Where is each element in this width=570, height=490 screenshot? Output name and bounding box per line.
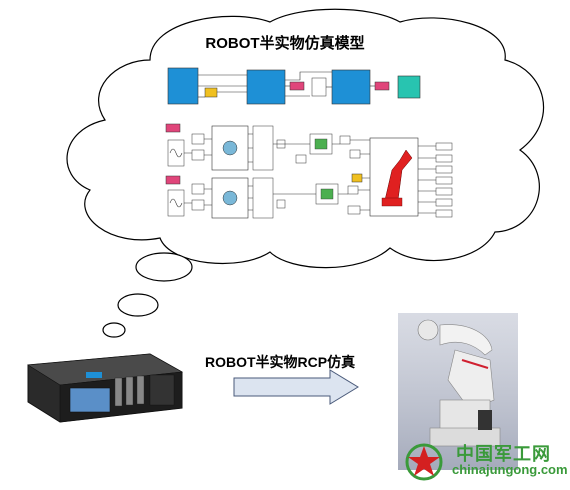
goto-block-2: [374, 81, 390, 91]
watermark-url: chinajungong.com: [452, 462, 568, 477]
pc2-block: [331, 69, 371, 105]
cloud-bubble-3: [102, 322, 126, 338]
rcp-label: ROBOT半实物RCP仿真: [205, 354, 356, 370]
simulink-model: [165, 67, 453, 219]
cloud-bubble-1: [135, 252, 193, 282]
watermark-text: 中国军工网: [456, 444, 551, 465]
thought-cloud: [66, 8, 545, 338]
mux-block-1: [311, 77, 327, 97]
trajectory-block: [167, 67, 199, 105]
rcp-hardware: [27, 353, 183, 423]
measure-block: [397, 75, 421, 99]
robot-icon: [384, 149, 413, 201]
flow-arrow: [233, 369, 359, 405]
goto-block-1: [289, 81, 305, 91]
watermark-star-icon: [405, 443, 443, 481]
robot-photo: [398, 313, 518, 470]
pc1-block: [246, 69, 286, 105]
hardware-screen: [69, 387, 111, 413]
cloud-title: ROBOT半实物仿真模型: [205, 35, 365, 52]
cloud-bubble-2: [117, 293, 159, 317]
gain-block-1: [204, 87, 218, 98]
